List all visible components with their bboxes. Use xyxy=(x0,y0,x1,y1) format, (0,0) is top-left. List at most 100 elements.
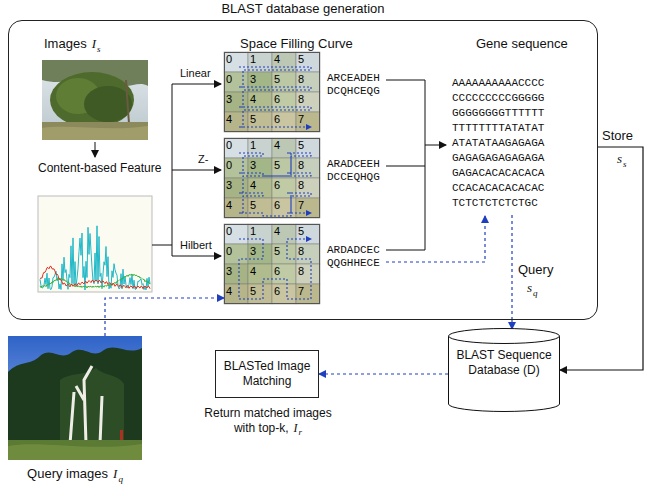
curve-grid: 0145035834684567 xyxy=(224,138,320,218)
grid-number: 4 xyxy=(250,265,256,277)
grid-cell xyxy=(224,178,248,198)
grid-number: 0 xyxy=(226,73,232,85)
grid-number: 0 xyxy=(226,159,232,171)
image-caption-text: Query images xyxy=(27,466,108,481)
grid-cell xyxy=(296,224,320,244)
connector xyxy=(560,147,643,370)
grid-number: 6 xyxy=(274,179,280,191)
flow-lines xyxy=(425,145,446,146)
grid-cell xyxy=(224,224,248,244)
frame-title: BLAST database generation xyxy=(9,1,597,17)
grid-cell xyxy=(296,92,320,112)
grid-number: 5 xyxy=(298,225,304,237)
grid-number: 5 xyxy=(274,73,280,85)
grid-number: 4 xyxy=(250,93,256,105)
grid-cell xyxy=(296,264,320,284)
tree-photo xyxy=(42,122,148,140)
grid-number: 8 xyxy=(298,159,304,171)
grid-cell xyxy=(248,244,272,264)
grid-number: 6 xyxy=(274,113,280,125)
cylinder-top xyxy=(449,329,560,344)
query-path xyxy=(386,216,485,262)
grid-number: 0 xyxy=(226,225,232,237)
grid-cell xyxy=(248,72,272,92)
subscript: q xyxy=(118,474,123,484)
flow-lines xyxy=(95,142,96,157)
grid-number: 3 xyxy=(226,265,232,277)
curve-name: Z- xyxy=(198,152,208,166)
grid-number: 3 xyxy=(250,245,256,257)
box-label: BLASTed Image Matching xyxy=(222,359,312,389)
label-group: sq xyxy=(522,280,538,301)
grid-number: 4 xyxy=(274,225,280,237)
gene-code: ARDADCEC QQGHHECE xyxy=(327,244,384,270)
grid-number: 4 xyxy=(250,179,256,191)
grid-number: 3 xyxy=(250,73,256,85)
grid-number: 6 xyxy=(274,93,280,105)
grid-cell xyxy=(248,52,272,72)
tree-photo xyxy=(50,72,134,128)
grid-cell xyxy=(296,158,320,178)
grid-number: 8 xyxy=(298,93,304,105)
grid-number: 7 xyxy=(298,113,304,125)
grid-cell xyxy=(296,72,320,92)
histogram-curve xyxy=(40,266,150,288)
grid-cell xyxy=(296,244,320,264)
grid-number: 8 xyxy=(298,245,304,257)
gene-code: ARCEADEH DCQHCEQG xyxy=(327,72,384,98)
grid-cell xyxy=(272,72,296,92)
curve-name: Linear xyxy=(180,66,211,80)
grid-cell xyxy=(224,52,248,72)
query-photo xyxy=(70,366,102,444)
grid-cell xyxy=(296,284,320,304)
grid-cell xyxy=(296,112,320,132)
grid-cell xyxy=(296,52,320,72)
generated-art xyxy=(40,52,320,304)
grid-cell xyxy=(296,198,320,218)
query-photo xyxy=(8,440,142,460)
label-group: Images Is xyxy=(44,36,101,57)
grid-cell xyxy=(272,112,296,132)
grid-number: 0 xyxy=(226,245,232,257)
grid-cell xyxy=(272,92,296,112)
query-photo xyxy=(120,430,123,440)
label-group: Return matched images with top-k,Ir xyxy=(198,406,338,440)
query-photo xyxy=(8,336,142,460)
tree-photo xyxy=(42,60,148,140)
edge-label: Query xyxy=(518,262,553,277)
tree-photo xyxy=(42,60,148,140)
grid-cell xyxy=(248,178,272,198)
math-symbol: s xyxy=(527,280,532,295)
grid-cell xyxy=(248,264,272,284)
grid-cell xyxy=(248,198,272,218)
grid-cell xyxy=(272,264,296,284)
grid-number: 5 xyxy=(298,139,304,151)
subscript: r xyxy=(299,427,303,437)
grid-cell xyxy=(248,224,272,244)
grid-cell xyxy=(272,138,296,158)
flow-lines xyxy=(172,170,221,171)
grid-number: 4 xyxy=(226,285,232,297)
grid-number: 3 xyxy=(250,159,256,171)
grid-number: 5 xyxy=(250,113,256,125)
math-symbol: I xyxy=(294,421,298,435)
math-symbol: I xyxy=(92,36,96,51)
database-label: BLAST Sequence Database (D) xyxy=(454,348,554,378)
column-heading: Gene sequence xyxy=(476,36,568,52)
subscript: s xyxy=(97,44,101,54)
flow-lines xyxy=(172,84,221,85)
query-path xyxy=(386,215,512,320)
grid-number: 3 xyxy=(226,179,232,191)
database-cylinder: BLAST Sequence Database (D) xyxy=(448,328,560,412)
grid-cell xyxy=(296,138,320,158)
grid-cell xyxy=(248,284,272,304)
note-text: Images xyxy=(44,36,87,51)
grid-number: 5 xyxy=(298,53,304,65)
grid-number: 5 xyxy=(274,159,280,171)
tree-photo xyxy=(126,80,129,124)
grid-tiles xyxy=(224,52,320,132)
grid-number: 4 xyxy=(226,199,232,211)
grid-number: 5 xyxy=(274,245,280,257)
